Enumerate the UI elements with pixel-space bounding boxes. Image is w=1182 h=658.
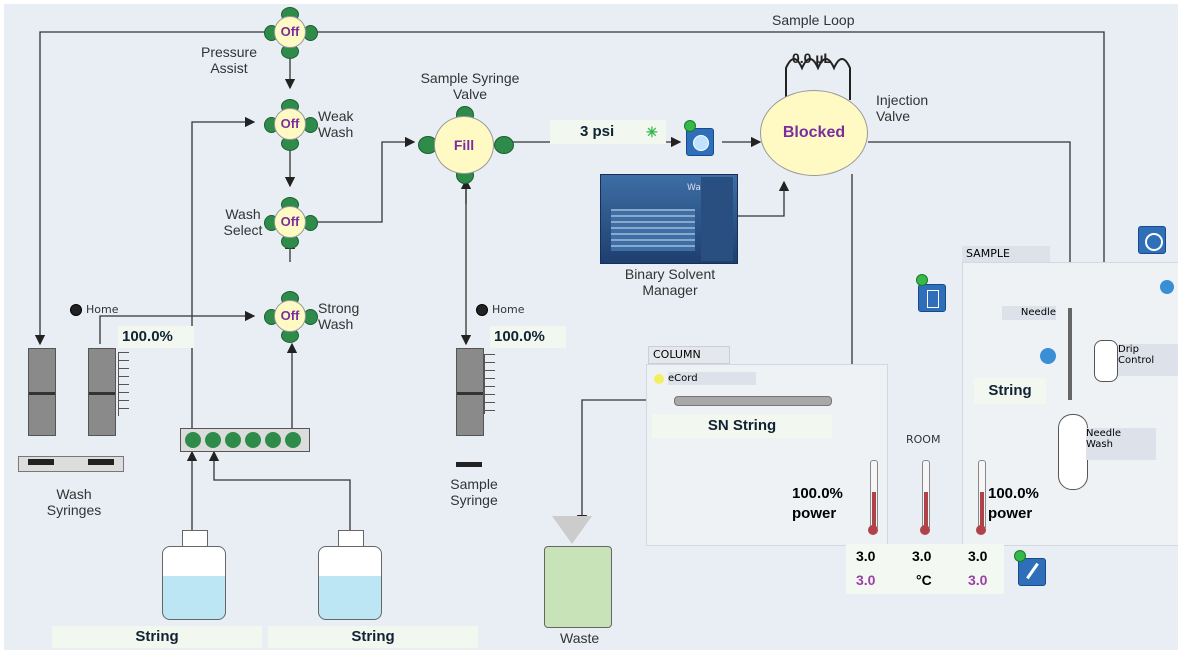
- thermometer-icon[interactable]: [1018, 558, 1046, 586]
- sample-home-indicator-icon: [476, 304, 488, 316]
- strong-wash-label: Strong Wash: [318, 300, 359, 332]
- ecord-icon: [654, 374, 664, 384]
- sample-status-icon: [1160, 280, 1174, 294]
- wash-syringe-scale: [118, 352, 129, 416]
- pressure-assist-state: Off: [274, 16, 306, 48]
- sample-temp-actual: 3.0: [968, 572, 987, 588]
- sample-syringe-label: Sample Syringe: [434, 476, 514, 508]
- room-temp-set: 3.0: [912, 548, 931, 564]
- loop-volume: 0.0 µL: [792, 50, 832, 66]
- door-icon[interactable]: [918, 284, 946, 312]
- injection-valve-label: Injection Valve: [876, 92, 928, 124]
- pressure-indicator-icon: ✳: [646, 120, 658, 144]
- strong-wash-state: Off: [274, 300, 306, 332]
- needle: [1068, 308, 1072, 400]
- sample-home-label: Home: [492, 302, 524, 318]
- sample-syringe-percent: 100.0%: [490, 326, 566, 348]
- pressure-assist-label: Pressure Assist: [194, 44, 264, 76]
- bottle-2-label[interactable]: String: [268, 626, 478, 648]
- waste-label: Waste: [560, 630, 599, 646]
- column-panel: [646, 364, 888, 546]
- binary-solvent-manager-image[interactable]: Waters: [600, 174, 738, 264]
- wash-syringe-right: [88, 348, 116, 436]
- sample-syringe-valve-state: Fill: [434, 116, 494, 174]
- drip-control-label: Drip Control: [1118, 344, 1178, 376]
- sample-syringe-valve[interactable]: Fill: [432, 116, 496, 172]
- wash-syringes-label: Wash Syringes: [34, 486, 114, 518]
- column-tube: [674, 396, 832, 406]
- waste-container: [544, 546, 612, 628]
- column-power-word: power: [792, 504, 843, 524]
- temp-unit: °C: [916, 572, 932, 588]
- solvent-bottle-1: [162, 546, 226, 620]
- waste-funnel: [552, 516, 592, 544]
- wash-syringe-percent: 100.0%: [118, 326, 194, 348]
- temp-status-led-icon: [1014, 550, 1026, 562]
- door-status-led-icon: [916, 274, 928, 286]
- pressure-assist-valve[interactable]: Off: [272, 14, 308, 50]
- sample-header: SAMPLE: [962, 246, 1050, 262]
- pressure-transducer-icon[interactable]: [686, 128, 714, 156]
- needle-indicator-icon: [1040, 348, 1056, 364]
- sample-thermometer: [978, 460, 986, 530]
- solvent-bottle-2: [318, 546, 382, 620]
- pressure-value: 3 psi: [580, 120, 614, 144]
- column-header: COLUMN: [648, 346, 730, 364]
- strong-wash-valve[interactable]: Off: [272, 298, 308, 334]
- weak-wash-label: Weak Wash: [318, 108, 354, 140]
- fluidics-diagram: Sample Loop 0.0 µL Off Pressure Assist O…: [4, 4, 1178, 650]
- wash-syringe-left: [28, 348, 56, 436]
- sample-power-word: power: [988, 504, 1039, 524]
- sample-syringe: [456, 348, 484, 436]
- wash-select-valve[interactable]: Off: [272, 204, 308, 240]
- wash-home-label: Home: [86, 302, 118, 318]
- column-power: 100.0% power: [792, 484, 843, 524]
- sample-loop-label: Sample Loop: [772, 12, 855, 28]
- sample-syringe-valve-label: Sample Syringe Valve: [408, 70, 532, 102]
- solvent-manifold: [180, 428, 310, 452]
- room-label: ROOM: [906, 432, 940, 448]
- sample-power: 100.0% power: [988, 484, 1039, 524]
- wash-select-state: Off: [274, 206, 306, 238]
- column-temp-set: 3.0: [856, 548, 875, 564]
- needle-wash-chamber: [1058, 414, 1088, 490]
- weak-wash-valve[interactable]: Off: [272, 106, 308, 142]
- sample-temp-set: 3.0: [968, 548, 987, 564]
- status-led-icon: [684, 120, 696, 132]
- column-temp-actual: 3.0: [856, 572, 875, 588]
- sample-power-pct: 100.0%: [988, 484, 1039, 504]
- ecord-label: eCord: [668, 372, 756, 385]
- pressure-readout: 3 psi ✳: [550, 120, 666, 144]
- sample-syringe-scale: [484, 354, 495, 414]
- home-indicator-icon: [70, 304, 82, 316]
- drip-control-icon[interactable]: [1094, 340, 1118, 382]
- room-thermometer: [922, 460, 930, 530]
- column-sn: SN String: [652, 414, 832, 438]
- column-thermometer: [870, 460, 878, 530]
- sample-string: String: [974, 378, 1046, 404]
- fan-warning-icon[interactable]: [1138, 226, 1166, 254]
- injection-valve-state: Blocked: [760, 90, 868, 176]
- bsm-label: Binary Solvent Manager: [608, 266, 732, 298]
- wash-select-label: Wash Select: [218, 206, 268, 238]
- weak-wash-state: Off: [274, 108, 306, 140]
- bottle-1-label[interactable]: String: [52, 626, 262, 648]
- needle-label: Needle: [1002, 306, 1056, 320]
- column-power-pct: 100.0%: [792, 484, 843, 504]
- needle-wash-label: Needle Wash: [1086, 428, 1156, 460]
- injection-valve[interactable]: Blocked: [760, 90, 868, 174]
